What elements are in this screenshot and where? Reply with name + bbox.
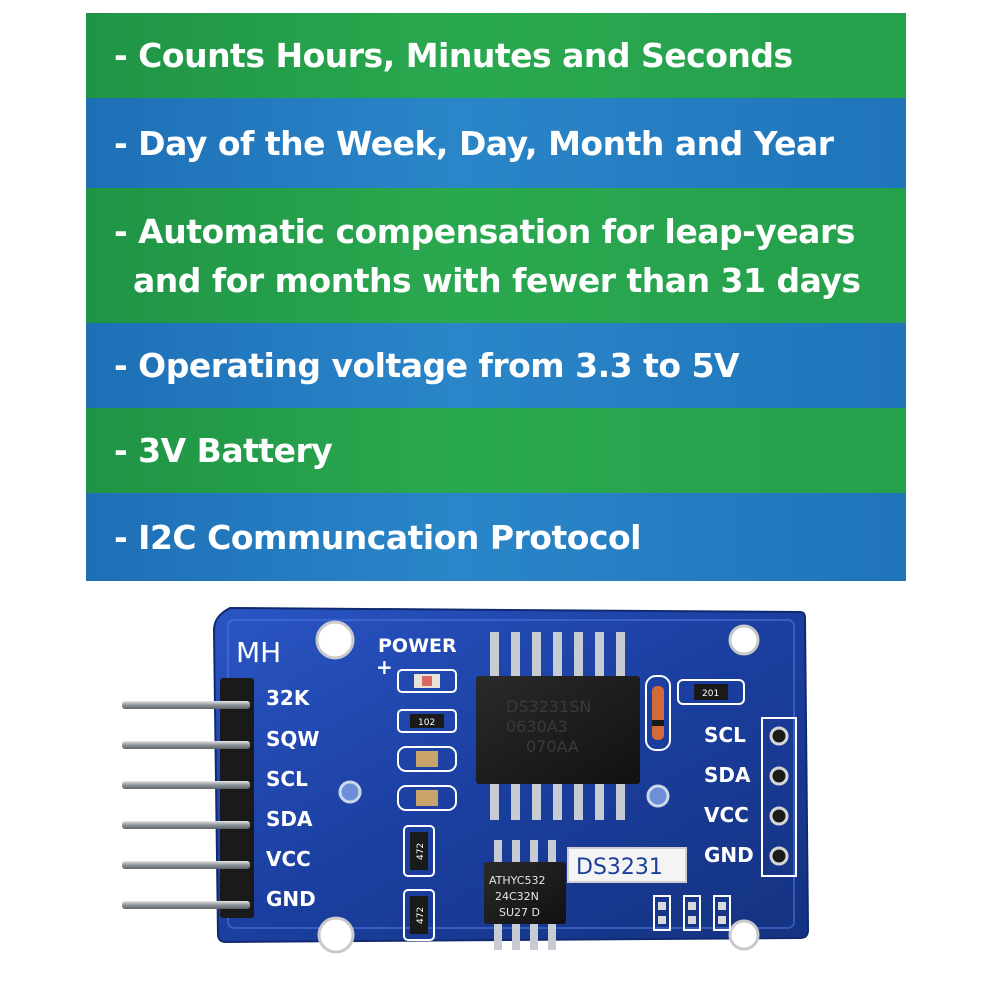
rtc-chip-marking: 070AA: [526, 737, 579, 756]
via: [338, 780, 362, 804]
pcb-illustration: MH 32K SQW SCL SDA VCC GND POWER + 102 4…: [122, 606, 810, 956]
rtc-chip: [476, 676, 640, 784]
feature-band-i2c: - I2C Communcation Protocol: [86, 493, 906, 581]
mounting-hole: [728, 919, 760, 951]
address-label-a2: A2: [710, 940, 731, 956]
feature-text: - Automatic compensation for leap-years: [114, 211, 855, 251]
right-header-outline: [761, 717, 797, 877]
header-pin: [122, 701, 250, 709]
header-pin: [122, 741, 250, 749]
diode: [652, 686, 664, 740]
resistor-outline: [397, 709, 457, 733]
feature-text-continued: and for months with fewer than 31 days: [133, 260, 861, 300]
feature-band-date: - Day of the Week, Day, Month and Year: [86, 98, 906, 188]
header-pin: [122, 821, 250, 829]
resistor-r2: [694, 684, 728, 700]
eeprom-chip-legs: [494, 840, 556, 950]
model-label-box: [567, 847, 687, 883]
resistor-code: 102: [418, 718, 435, 728]
mounting-hole: [728, 624, 760, 656]
led-die: [422, 676, 432, 686]
address-label-a0: A0: [649, 940, 670, 956]
pin-label-right-vcc: VCC: [704, 803, 749, 827]
power-plus-sign: +: [376, 655, 393, 679]
address-label-a1: A1: [680, 940, 701, 956]
resistor-code: 201: [702, 689, 719, 699]
pin-header: [220, 678, 254, 918]
pin-label-right-scl: SCL: [704, 723, 746, 747]
diode-band: [652, 720, 664, 726]
feature-band-voltage: - Operating voltage from 3.3 to 5V: [86, 323, 906, 408]
header-pin: [122, 861, 250, 869]
via: [646, 784, 670, 808]
rtc-chip-legs: [490, 632, 625, 820]
feature-text: - Operating voltage from 3.3 to 5V: [114, 346, 740, 385]
feature-text: - 3V Battery: [114, 431, 333, 470]
resistor-outline: [677, 679, 745, 705]
power-label: POWER: [378, 635, 457, 657]
pin-label-sda: SDA: [266, 807, 313, 831]
capacitor-outline: [397, 746, 457, 772]
header-pins: [122, 701, 250, 909]
ds3231-module-photo: MH 32K SQW SCL SDA VCC GND POWER + 102 4…: [0, 590, 1000, 1000]
mounting-hole: [315, 620, 355, 660]
feature-band-battery: - 3V Battery: [86, 408, 906, 493]
header-pin: [122, 781, 250, 789]
pin-label-gnd: GND: [266, 887, 316, 911]
right-header-holes: [769, 726, 789, 866]
capacitor-c2: [416, 790, 438, 806]
eeprom-chip-marking: 24C32N: [495, 890, 539, 903]
pin-label-sqw: SQW: [266, 727, 319, 751]
eeprom-chip-marking: SU27 D: [499, 906, 540, 919]
resistor-array-1: [410, 832, 428, 870]
diode-outline: [645, 675, 671, 751]
led-outline: [397, 669, 457, 693]
feature-text: - Day of the Week, Day, Month and Year: [114, 123, 834, 163]
capacitor-outline: [397, 785, 457, 811]
resistor-array-outline: [403, 825, 435, 877]
capacitor-c1: [416, 751, 438, 767]
feature-banner: - Counts Hours, Minutes and Seconds - Da…: [86, 13, 906, 581]
resistor-array-code: 472: [416, 843, 426, 860]
feature-text: - Counts Hours, Minutes and Seconds: [114, 36, 793, 75]
feature-band-leap-years: - Automatic compensation for leap-years …: [86, 188, 906, 323]
resistor-array-code: 472: [416, 907, 426, 924]
eeprom-chip-marking: ATHYC532: [489, 874, 545, 887]
resistor-array-outline: [403, 889, 435, 941]
pin-label-right-gnd: GND: [704, 843, 754, 867]
pin-label-32k: 32K: [266, 686, 311, 710]
feature-band-time: - Counts Hours, Minutes and Seconds: [86, 13, 906, 98]
rtc-chip-marking: DS3231SN: [506, 697, 591, 716]
feature-text: - I2C Communcation Protocol: [114, 517, 641, 557]
resistor-r1: [410, 714, 444, 728]
pin-label-vcc: VCC: [266, 847, 311, 871]
eeprom-chip: [484, 862, 566, 924]
model-label: DS3231: [576, 855, 663, 880]
mounting-hole: [317, 916, 355, 954]
pin-label-scl: SCL: [266, 767, 308, 791]
brand-label: MH: [236, 636, 281, 669]
resistor-array-2: [410, 896, 428, 934]
address-jumper-pads: [653, 895, 731, 931]
header-pin: [122, 901, 250, 909]
pin-label-right-sda: SDA: [704, 763, 751, 787]
rtc-chip-marking: 0630A3: [506, 717, 568, 736]
